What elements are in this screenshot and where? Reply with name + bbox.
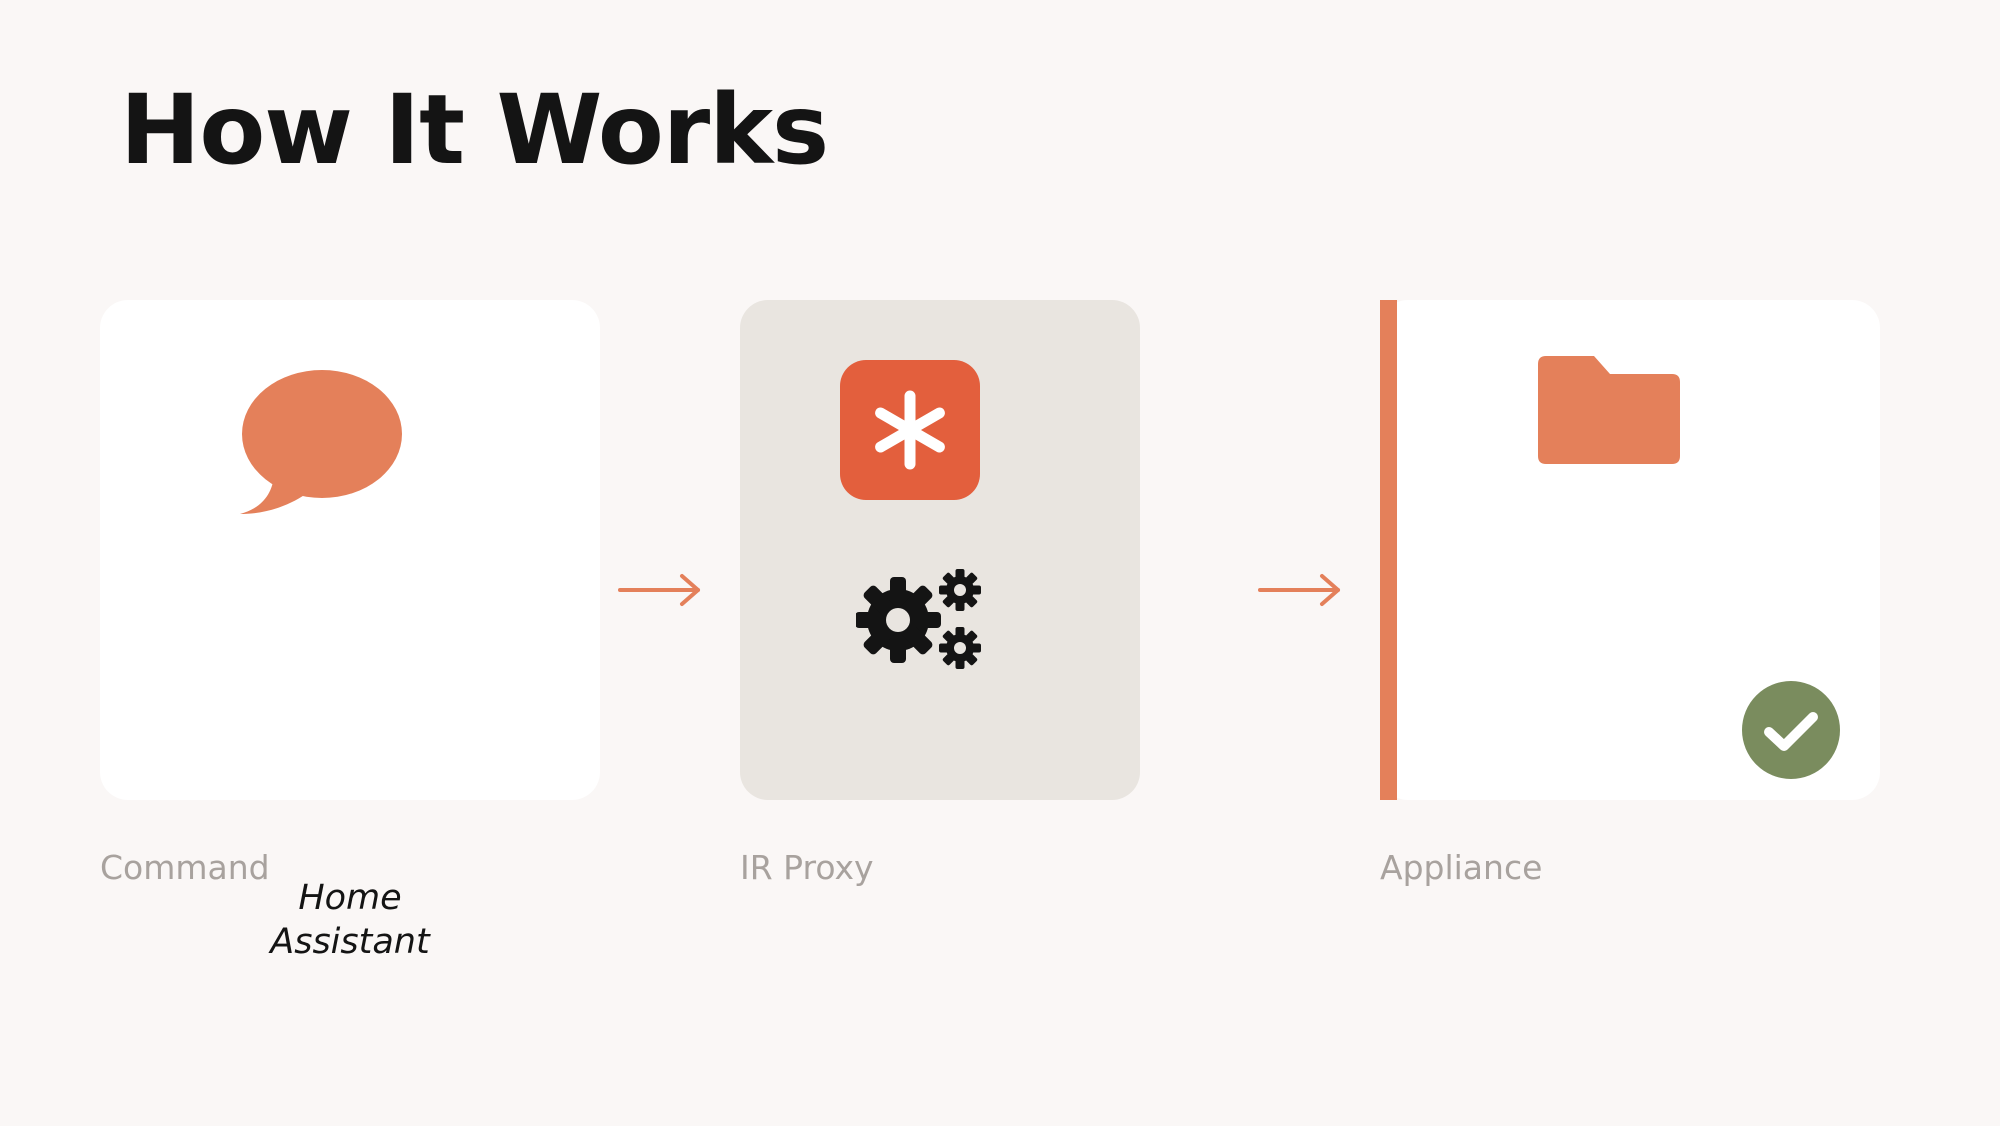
speech-bubble-icon — [240, 370, 402, 514]
command-card-text-line-1: Home — [298, 878, 402, 918]
gears-icon — [856, 569, 981, 669]
appliance-card — [1380, 300, 1880, 800]
folder-icon — [1538, 356, 1680, 464]
step-caption-ir-proxy: IR Proxy — [740, 848, 874, 887]
appliance-accent-bar — [1380, 300, 1397, 800]
asterisk-icon — [840, 360, 980, 500]
step-caption-command: Command — [100, 848, 270, 887]
command-card: Home Assistant — [100, 300, 600, 962]
step-caption-appliance: Appliance — [1380, 848, 1543, 887]
command-card-text-line-2: Assistant — [270, 922, 430, 962]
ir-proxy-card — [740, 300, 1140, 800]
command-card-text: Home Assistant — [100, 876, 600, 964]
arrow-right-icon — [1258, 574, 1340, 606]
arrow-right-icon — [618, 574, 700, 606]
page-title: How It Works — [120, 74, 829, 186]
check-circle-icon — [1742, 681, 1840, 779]
